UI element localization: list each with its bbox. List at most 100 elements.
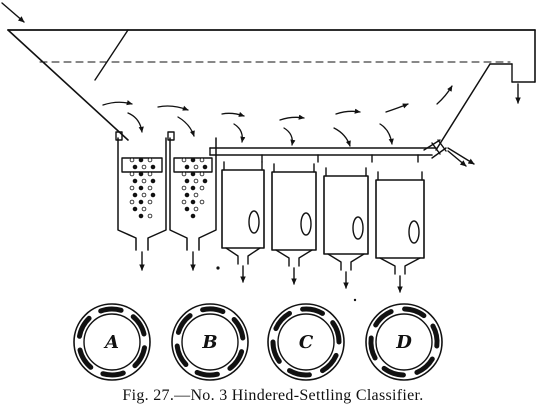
settling-box xyxy=(375,171,425,293)
disc-outer xyxy=(73,303,151,381)
particle xyxy=(147,171,153,177)
settling-box xyxy=(271,163,317,285)
particle xyxy=(138,157,144,163)
ink-speck xyxy=(216,266,220,270)
disc-label: A xyxy=(103,332,119,353)
disc-inner xyxy=(181,313,239,371)
spigot-discs: A B C D xyxy=(73,303,443,381)
particle xyxy=(190,171,196,177)
particle xyxy=(132,164,138,170)
feed-plate xyxy=(94,29,129,81)
disc-slot xyxy=(194,369,220,378)
tapered-pocket xyxy=(115,131,167,271)
flow-arrows xyxy=(102,85,453,147)
box-spigot xyxy=(327,253,365,271)
disc-slot xyxy=(132,345,147,369)
box-body xyxy=(323,175,369,255)
particle xyxy=(193,178,199,184)
peep-window xyxy=(408,220,420,244)
disc-slot xyxy=(175,313,193,335)
peep-window xyxy=(300,212,312,236)
caption-text: Fig. 27.—No. 3 Hindered-Settling Classif… xyxy=(122,387,424,404)
particle xyxy=(181,185,187,191)
disc-c: C xyxy=(267,303,345,381)
particle xyxy=(132,192,138,198)
particle xyxy=(181,157,187,163)
particle xyxy=(150,192,156,198)
particle xyxy=(147,213,153,219)
settling-box xyxy=(323,167,369,289)
box-spigot xyxy=(379,257,421,275)
settling-box xyxy=(221,161,265,283)
feed-arrow xyxy=(1,2,25,23)
particle xyxy=(190,199,196,205)
disc-slot xyxy=(320,352,339,374)
particle xyxy=(193,192,199,198)
disc-outer xyxy=(171,303,249,381)
disc-slot xyxy=(100,370,126,378)
box-body xyxy=(375,179,425,259)
particle xyxy=(141,206,147,212)
disc-d: D xyxy=(365,303,443,381)
particle xyxy=(129,157,135,163)
bottom-plate xyxy=(209,147,437,163)
particle xyxy=(199,199,205,205)
disc-b: B xyxy=(171,303,249,381)
particle xyxy=(202,178,208,184)
disc-slot xyxy=(227,349,245,371)
particle xyxy=(147,199,153,205)
settling-pockets xyxy=(115,131,425,293)
particle xyxy=(141,178,147,184)
particle xyxy=(129,171,135,177)
box-body xyxy=(221,169,265,249)
particle xyxy=(138,199,144,205)
disc-slot xyxy=(77,315,92,339)
particle xyxy=(190,213,196,219)
particle xyxy=(141,164,147,170)
disc-slot xyxy=(200,306,226,315)
particle xyxy=(190,185,196,191)
particle xyxy=(190,157,196,163)
pocket-walls xyxy=(169,137,217,251)
disc-outer xyxy=(365,303,443,381)
box-body xyxy=(271,171,317,251)
particle xyxy=(181,171,187,177)
particle xyxy=(147,157,153,163)
classifier-trough xyxy=(7,29,536,151)
particle xyxy=(184,192,190,198)
particle xyxy=(138,185,144,191)
particle xyxy=(150,178,156,184)
disc-slot xyxy=(287,368,312,378)
particle xyxy=(147,185,153,191)
disc-slot xyxy=(402,306,427,319)
disc-slot xyxy=(330,320,342,345)
disc-slot xyxy=(273,310,292,332)
disc-label: D xyxy=(395,332,412,353)
disc-label: C xyxy=(299,332,314,353)
particle xyxy=(181,199,187,205)
disc-slot xyxy=(381,365,406,378)
disc-slot xyxy=(368,335,378,361)
particle xyxy=(129,185,135,191)
box-spigot xyxy=(225,247,261,265)
particle xyxy=(193,164,199,170)
particle xyxy=(150,164,156,170)
particle xyxy=(184,178,190,184)
disc-inner xyxy=(83,313,141,371)
disc-slot xyxy=(270,339,282,364)
disc-outer xyxy=(267,303,345,381)
particle xyxy=(184,206,190,212)
disc-label: B xyxy=(201,332,217,353)
particle xyxy=(202,164,208,170)
disc-inner xyxy=(277,313,335,371)
tapered-pocket xyxy=(167,131,217,271)
figure-caption: Fig. 27.—No. 3 Hindered-Settling Classif… xyxy=(0,387,546,405)
pocket-walls xyxy=(117,137,167,251)
disc-slot xyxy=(77,347,94,370)
disc-slot xyxy=(373,309,394,328)
particle xyxy=(193,206,199,212)
particle xyxy=(132,178,138,184)
peep-window xyxy=(248,210,260,234)
